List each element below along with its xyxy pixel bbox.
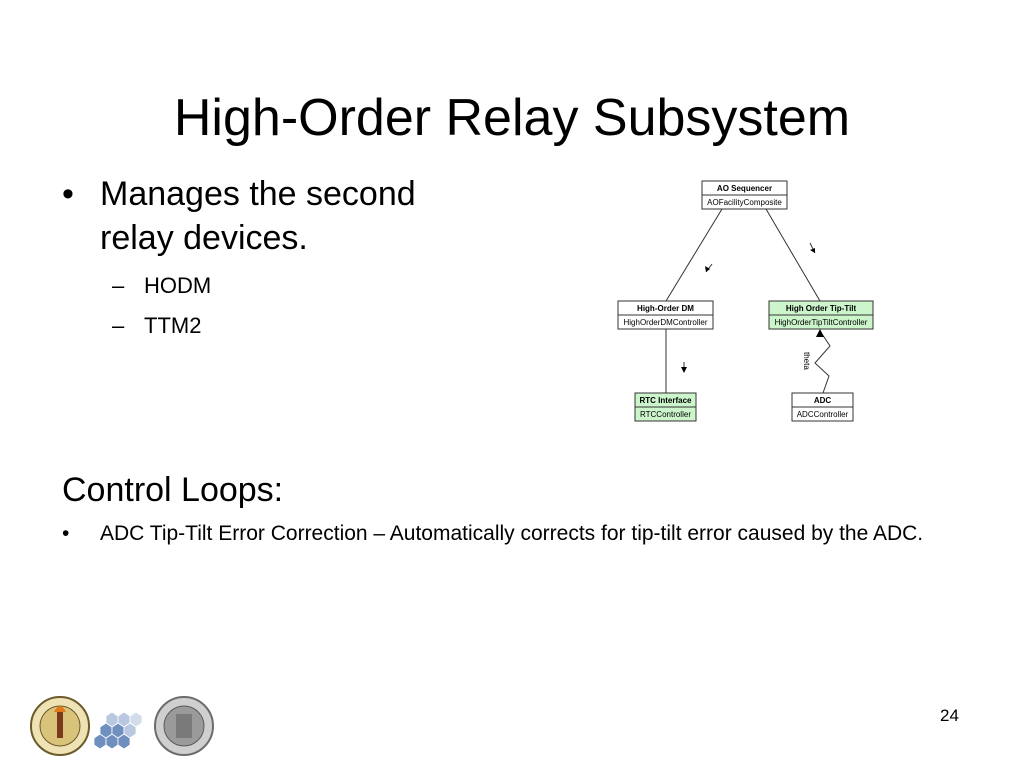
edge-sequencer-to-dm <box>665 208 723 302</box>
node-name: High Order Tip-Tilt <box>786 304 857 313</box>
control-loop-text: ADC Tip-Tilt Error Correction – Automati… <box>100 522 924 545</box>
arrow-icon <box>816 329 824 337</box>
control-loops-heading: Control Loops: <box>62 471 284 509</box>
sub-bullet-ttm2: – TTM2 <box>62 306 462 346</box>
bullet-text-line-2: relay devices. <box>100 219 308 257</box>
node-name: RTC Interface <box>639 396 692 405</box>
node-high-order-dm: High-Order DM HighOrderDMController <box>617 300 714 330</box>
dash-symbol: – <box>112 273 125 298</box>
edge-adc-to-tiptilt <box>814 330 831 394</box>
control-loop-item: • ADC Tip-Tilt Error Correction – Automa… <box>62 518 962 549</box>
edge-sequencer-to-tiptilt <box>765 208 821 302</box>
arrow-icon <box>705 263 713 273</box>
logo-strip <box>30 696 214 756</box>
sub-bullet-hodm: – HODM <box>62 266 462 306</box>
arrow-icon <box>809 242 816 254</box>
caltech-seal-logo <box>30 696 90 756</box>
edge-label-theta: theta <box>802 352 811 370</box>
page-number: 24 <box>940 706 959 725</box>
sub-bullet-label: TTM2 <box>144 313 202 338</box>
bullet-symbol: • <box>62 175 74 213</box>
node-class: HighOrderDMController <box>623 318 707 327</box>
slide-title: High-Order Relay Subsystem <box>173 89 851 147</box>
node-name: AO Sequencer <box>717 184 772 193</box>
bullet-list: • Manages the second relay devices. – HO… <box>62 172 462 346</box>
dash-symbol: – <box>112 313 125 338</box>
bullet-symbol: • <box>62 522 70 545</box>
bullet-text-line-1: Manages the second <box>100 175 416 213</box>
node-name: ADC <box>814 396 832 405</box>
tmt-hexagon-logo <box>93 711 143 750</box>
bullet-manages: • Manages the second relay devices. <box>62 172 462 260</box>
node-class: AOFacilityComposite <box>707 198 782 207</box>
node-class: RTCController <box>640 410 691 419</box>
node-class: HighOrderTipTiltController <box>775 318 868 327</box>
node-name: High-Order DM <box>637 304 694 313</box>
sub-bullet-label: HODM <box>144 273 212 298</box>
arrow-icon <box>681 362 687 373</box>
node-adc: ADC ADCController <box>791 392 854 422</box>
node-ao-sequencer: AO Sequencer AOFacilityComposite <box>701 180 788 210</box>
node-high-order-tip-tilt: High Order Tip-Tilt HighOrderTipTiltCont… <box>768 300 874 330</box>
node-rtc-interface: RTC Interface RTCController <box>634 392 697 422</box>
node-class: ADCController <box>797 410 849 419</box>
uc-seal-logo <box>154 696 214 756</box>
